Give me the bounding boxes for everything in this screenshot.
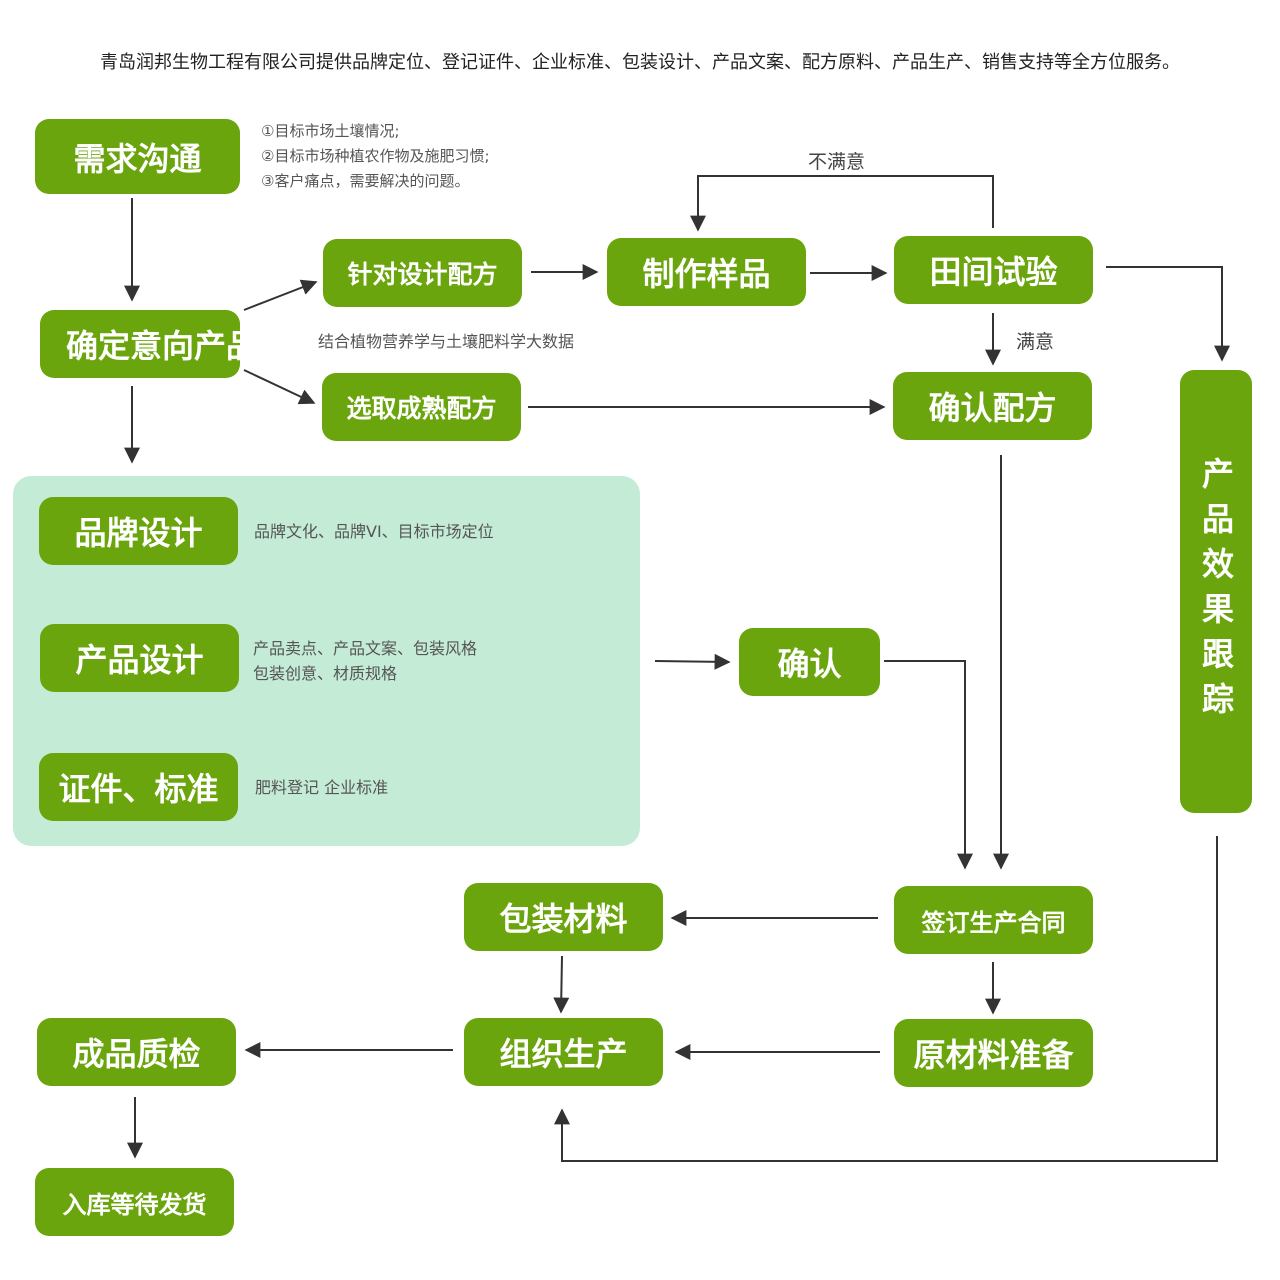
node-product-design[interactable]: 产品设计 [40,624,239,692]
arrow-intent-custom [243,279,318,311]
arrow-packaging-produce [553,955,570,1014]
node-demand-label: 需求沟通 [73,139,202,178]
node-qc-label: 成品质检 [72,1035,201,1073]
node-sample-label: 制作样品 [642,255,771,293]
node-brand-design-label: 品牌设计 [74,514,203,552]
product-notes: 产品卖点、产品文案、包装风格 包装创意、材质规格 [253,636,477,686]
node-confirm-label: 确认 [777,645,842,683]
node-packaging[interactable]: 包装材料 [464,883,663,951]
node-intent-label: 确定意向产品 [66,327,240,365]
demand-note-1: ①目标市场土壤情况; [261,122,400,140]
node-contract[interactable]: 签订生产合同 [894,886,1093,954]
brand-note: 品牌文化、品牌VI、目标市场定位 [254,522,494,541]
label-unsatisfied: 不满意 [808,151,866,173]
node-field-test[interactable]: 田间试验 [894,236,1093,304]
product-note-1: 产品卖点、产品文案、包装风格 [253,639,478,658]
node-sample[interactable]: 制作样品 [607,238,806,306]
demand-note-3: ③客户痛点，需要解决的问题。 [261,172,470,190]
node-warehouse[interactable]: 入库等待发货 [35,1168,234,1236]
product-note-2: 包装创意、材质规格 [253,664,398,683]
node-confirm[interactable]: 确认 [739,628,880,696]
node-custom-formula-label: 针对设计配方 [347,260,498,289]
node-select-formula[interactable]: 选取成熟配方 [322,373,521,441]
node-confirm-formula-label: 确认配方 [928,389,1057,427]
node-tracking[interactable]: 产品效果跟踪 [1180,370,1252,813]
node-tracking-label: 产品效果跟踪 [1197,456,1235,727]
node-demand[interactable]: 需求沟通 [35,119,240,194]
node-confirm-formula[interactable]: 确认配方 [893,372,1092,440]
demand-note-2: ②目标市场种植农作物及施肥习惯; [261,147,490,165]
arrow-design-confirm [654,653,731,670]
page-header: 青岛润邦生物工程有限公司提供品牌定位、登记证件、企业标准、包装设计、产品文案、配… [100,52,1180,73]
node-contract-label: 签订生产合同 [921,908,1066,937]
node-produce[interactable]: 组织生产 [464,1018,663,1086]
node-warehouse-label: 入库等待发货 [62,1190,207,1219]
arrow-tracking-produce [554,836,1218,1162]
node-certs[interactable]: 证件、标准 [39,753,238,821]
certs-note: 肥料登记 企业标准 [255,778,389,797]
node-intent[interactable]: 确定意向产品 [40,310,240,378]
node-packaging-label: 包装材料 [499,900,628,938]
node-select-formula-label: 选取成熟配方 [346,394,497,423]
node-product-design-label: 产品设计 [75,641,204,679]
arrow-field-tracking [1106,266,1230,362]
node-field-test-label: 田间试验 [929,253,1058,291]
node-qc[interactable]: 成品质检 [37,1018,236,1086]
label-satisfied: 满意 [1016,331,1055,353]
formula-basis-note: 结合植物营养学与土壤肥料学大数据 [318,332,575,351]
node-raw-prep[interactable]: 原材料准备 [894,1019,1093,1087]
demand-notes: ①目标市场土壤情况; ②目标市场种植农作物及施肥习惯; ③客户痛点，需要解决的问… [261,119,490,194]
node-produce-label: 组织生产 [499,1035,628,1073]
node-raw-prep-label: 原材料准备 [913,1036,1074,1074]
node-custom-formula[interactable]: 针对设计配方 [323,239,522,307]
arrow-field-sample-unsatisfied [690,175,994,232]
node-certs-label: 证件、标准 [58,770,219,808]
node-brand-design[interactable]: 品牌设计 [39,497,238,565]
arrow-confirm-contract [884,660,973,870]
arrow-intent-select [243,369,316,405]
